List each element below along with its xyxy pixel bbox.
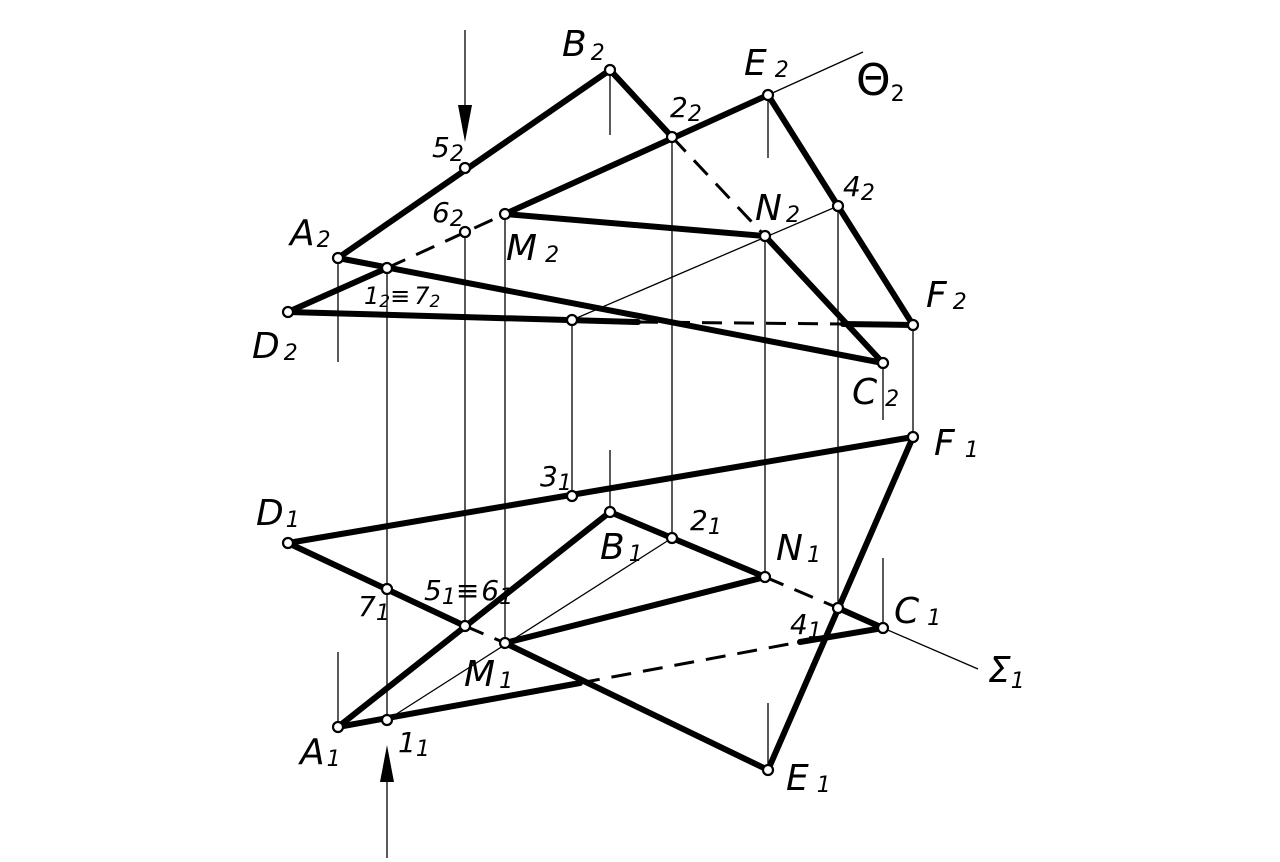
label-2-2: 22 <box>670 91 702 127</box>
point-E2 <box>761 88 775 102</box>
point-M1 <box>498 636 512 650</box>
label-3-1: 31 <box>540 460 572 496</box>
point-2-2 <box>665 130 679 144</box>
arrow-up-icon <box>380 745 394 782</box>
point-A2 <box>331 251 345 265</box>
label-7-1: 71 <box>358 590 390 626</box>
label-1-7-2: 12≡72 <box>364 282 440 312</box>
point-B1 <box>603 505 617 519</box>
point-F2 <box>906 318 920 332</box>
point-5-6-1 <box>458 619 472 633</box>
label-6-2: 62 <box>432 196 464 232</box>
point-3-1 <box>565 489 579 503</box>
horizontal-projection-hidden <box>464 575 839 685</box>
point-B2 <box>603 63 617 77</box>
points <box>281 63 920 777</box>
point-N2 <box>758 229 772 243</box>
point-F1 <box>906 430 920 444</box>
point-1-7-2 <box>380 261 394 275</box>
plane-labels: Θ2 Σ1 <box>856 55 1025 694</box>
sight-arrows <box>380 30 472 858</box>
point-C2 <box>876 356 890 370</box>
projection-lines <box>337 70 914 770</box>
label-4-1: 41 <box>790 608 822 644</box>
point-4-1 <box>831 601 845 615</box>
point-5-2 <box>458 161 472 175</box>
point-M2 <box>498 207 512 221</box>
label-2-1: 21 <box>690 504 722 540</box>
label-5-6-1: 51≡61 <box>424 574 513 610</box>
point-A1 <box>331 720 345 734</box>
plane-theta-label: Θ2 <box>856 55 905 107</box>
frontal-projection-edges <box>285 66 916 366</box>
label-D1: D1 <box>256 493 300 534</box>
point-E1 <box>761 763 775 777</box>
label-5-2: 52 <box>432 131 464 167</box>
arrow-down-icon <box>458 105 472 142</box>
point-6-2 <box>458 225 472 239</box>
point-3-2 <box>565 313 579 327</box>
point-N1 <box>758 570 772 584</box>
auxiliary-lines <box>386 51 979 721</box>
point-C1 <box>876 621 890 635</box>
point-1-1 <box>380 713 394 727</box>
frontal-projection-hidden <box>386 135 844 326</box>
label-A1: A1 <box>298 732 341 773</box>
point-4-2 <box>831 199 845 213</box>
label-4-2: 42 <box>843 170 875 206</box>
plane-sigma-label: Σ1 <box>988 650 1025 694</box>
point-2-1 <box>665 531 679 545</box>
label-1-1: 11 <box>398 726 430 762</box>
label-A2: A2 <box>288 213 331 254</box>
point-7-1 <box>380 582 394 596</box>
point-D1 <box>281 536 295 550</box>
point-D2 <box>281 305 295 319</box>
